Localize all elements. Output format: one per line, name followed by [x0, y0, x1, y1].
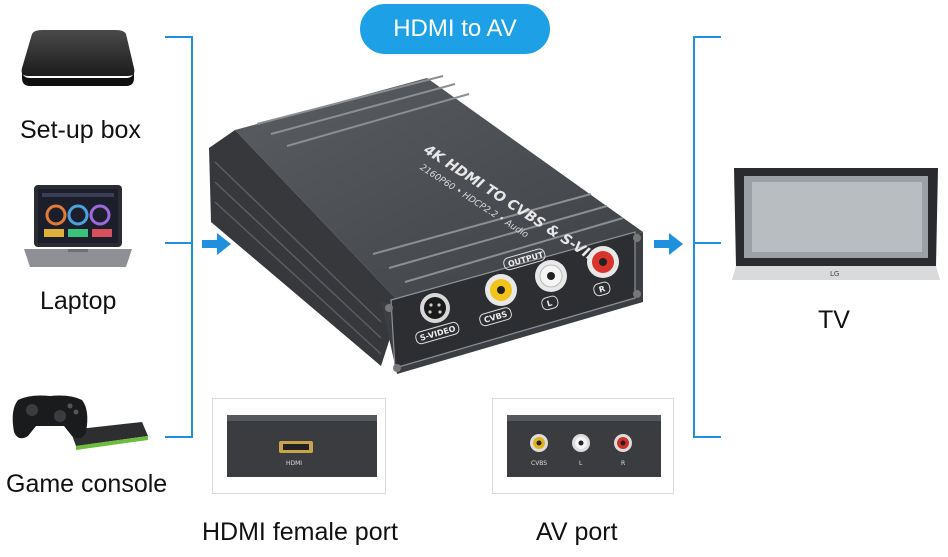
r-label: R: [598, 284, 606, 294]
output-bracket-top: [693, 36, 721, 38]
laptop-icon: [24, 185, 132, 267]
input-bracket-bottom: [165, 436, 193, 438]
av-port-inset: CVBS L R: [492, 398, 674, 494]
source-label-laptop: Laptop: [40, 287, 117, 315]
input-bracket-vertical: [191, 36, 193, 438]
output-arrow-icon: [654, 233, 683, 255]
tv-brand-text: LG: [830, 270, 839, 278]
output-bracket-middle: [693, 242, 721, 244]
source-label-game-console: Game console: [6, 470, 168, 498]
av-l-label: L: [579, 460, 583, 467]
source-label-set-up-box: Set-up box: [20, 116, 141, 144]
l-label: L: [546, 298, 553, 308]
converter-device: 4K HDMI TO CVBS & S-VIDEO 2160P60 • HDCP…: [209, 75, 643, 374]
input-arrow-icon: [202, 233, 231, 255]
av-r-label: R: [621, 460, 625, 467]
set-top-box-icon: [21, 30, 135, 86]
title-badge: HDMI to AV: [360, 4, 550, 54]
tv-icon: LG: [732, 168, 940, 280]
av-port-illustration: CVBS L R: [507, 415, 661, 477]
input-bracket-middle: [165, 242, 193, 244]
hdmi-port-illustration: HDMI: [227, 415, 377, 477]
hdmi-port-label: HDMI: [286, 460, 302, 467]
output-bracket-bottom: [693, 436, 721, 438]
game-console-icon: [12, 395, 148, 450]
hdmi-port-inset: HDMI: [212, 398, 386, 494]
input-bracket-top: [165, 36, 193, 38]
output-label-tv: TV: [818, 306, 850, 334]
title-text: HDMI to AV: [393, 15, 517, 42]
hdmi-inset-caption: HDMI female port: [202, 518, 398, 546]
av-cvbs-label: CVBS: [531, 460, 547, 467]
output-bracket-vertical: [693, 36, 695, 438]
av-inset-caption: AV port: [536, 518, 618, 546]
